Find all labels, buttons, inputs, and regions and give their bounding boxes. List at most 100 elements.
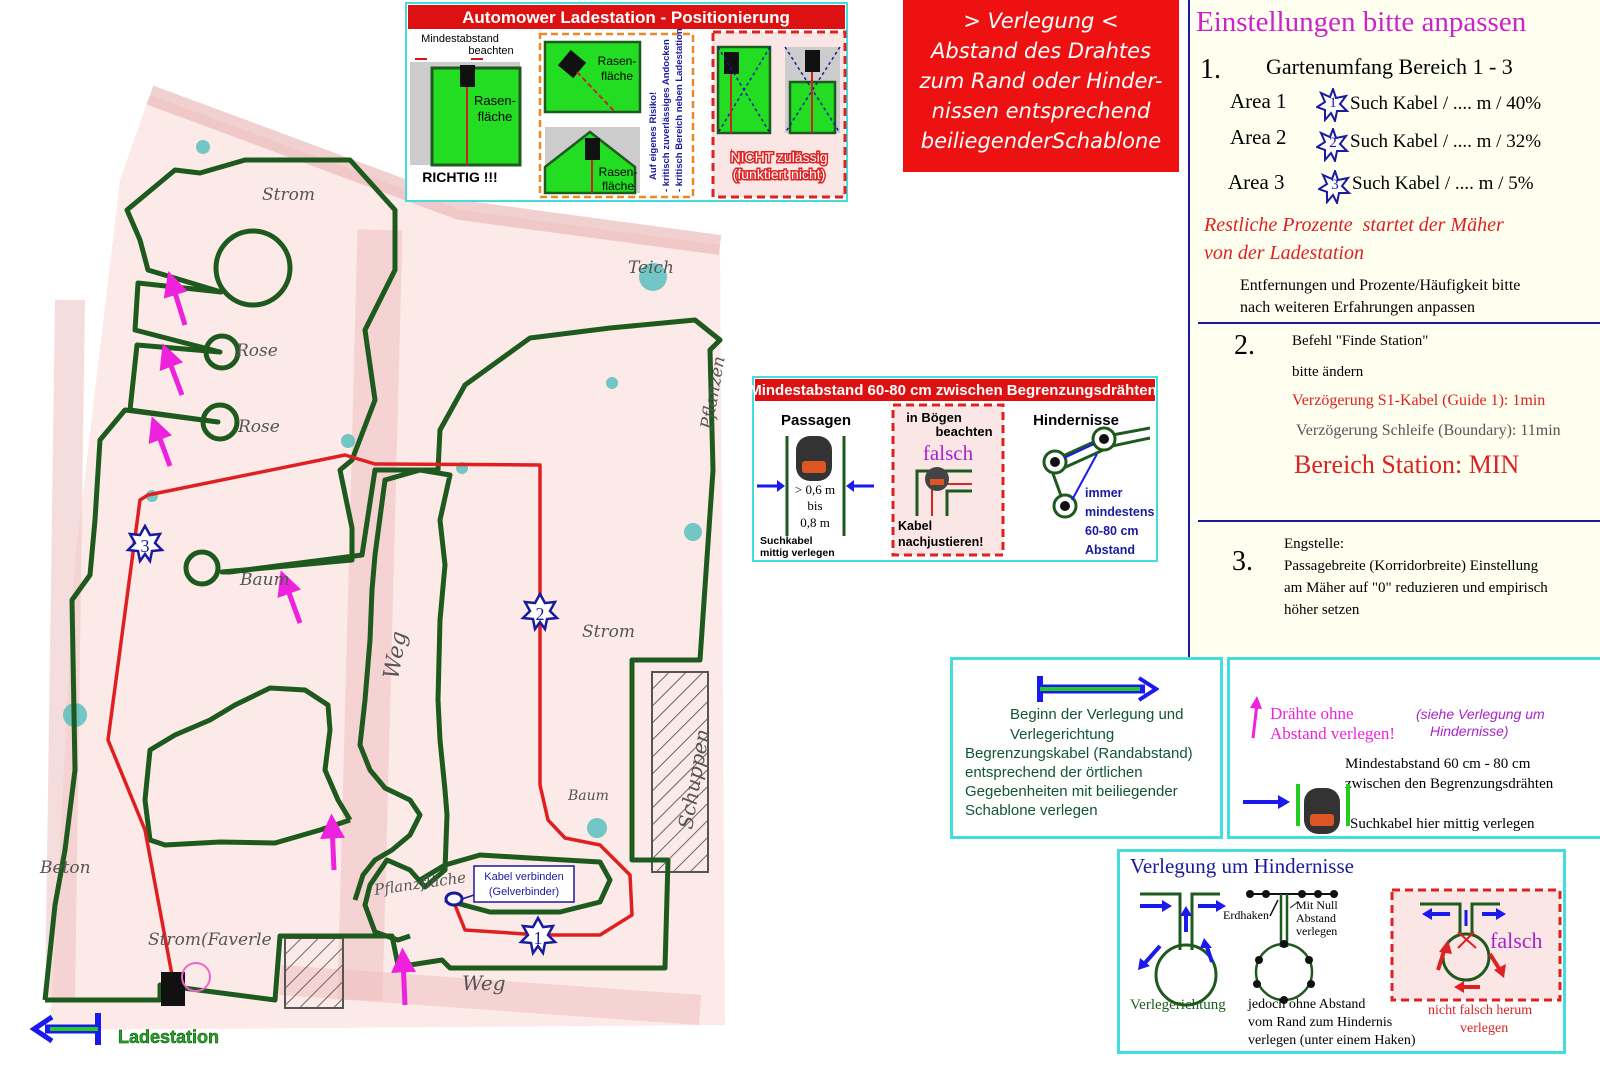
hindernisse-erdhaken: Erdhaken bbox=[1223, 908, 1269, 922]
direction-arrows bbox=[148, 271, 417, 1006]
shed bbox=[651, 671, 709, 873]
boegen-falsch: falsch bbox=[923, 441, 974, 465]
beginn-line3: Begrenzungskabel (Randabstand) bbox=[965, 745, 1193, 762]
trees bbox=[63, 140, 702, 838]
area-1-value: Such Kabel / .... m / 40% bbox=[1350, 93, 1542, 114]
draehte-suchkabel: Suchkabel hier mittig verlegen bbox=[1350, 816, 1535, 832]
hindernisse-falsch: falsch bbox=[1490, 928, 1543, 953]
section2-gray: Verzögerung Schleife (Boundary): 11min bbox=[1296, 422, 1561, 439]
wire-connector bbox=[444, 891, 464, 907]
section2-station: Bereich Station: MIN bbox=[1294, 450, 1520, 479]
section2-red: Verzögerung S1-Kabel (Guide 1): 1min bbox=[1292, 392, 1546, 409]
mitnull-line2: Abstand bbox=[1296, 911, 1336, 925]
boundary-wire bbox=[42, 157, 723, 1003]
beginn-line6: Schablone verlegen bbox=[965, 802, 1098, 819]
box-draehte: Drähte ohne Abstand verlegen! (siehe Ver… bbox=[1227, 657, 1600, 839]
beginn-line2: Verlegerichtung bbox=[1010, 726, 1115, 743]
boegen-line1: in Bögen bbox=[906, 410, 962, 425]
section-divider-1 bbox=[1198, 322, 1600, 324]
panel-position: Automower Ladestation - Positionierung M… bbox=[405, 2, 848, 202]
draehte-mindest-2: zwischen den Begrenzungsdrähten bbox=[1345, 776, 1554, 792]
beginn-line5: Gegebenheiten mit beiliegender bbox=[965, 783, 1178, 800]
mitnull-line3: verlegen bbox=[1296, 924, 1338, 938]
label-teich: Teich bbox=[628, 258, 674, 278]
nachjust-line1: Kabel bbox=[898, 519, 932, 533]
label-rose-2: Rose bbox=[237, 417, 280, 437]
hindernisse-diagrams bbox=[1138, 888, 1562, 1007]
dist-line3: 0,8 m bbox=[800, 515, 830, 530]
immer-line1: immer bbox=[1085, 486, 1123, 500]
area-2-label: Area 2 bbox=[1230, 125, 1287, 149]
rest-line1: Restliche Prozente startet der Mäher bbox=[1204, 214, 1504, 236]
label-baum-left: Baum bbox=[239, 570, 290, 590]
beginn-line4: entsprechend der örtlichen bbox=[965, 764, 1143, 781]
immer-line4: Abstand bbox=[1085, 543, 1135, 557]
verlegung-line1: > Verlegung < bbox=[963, 9, 1119, 33]
area-1-marker: 1 bbox=[1314, 86, 1350, 125]
verlegung-line3: zum Rand oder Hinder- bbox=[919, 69, 1163, 93]
verlegung-line5: beiliegenderSchablone bbox=[920, 129, 1162, 153]
mitnull-line1: Mit Null bbox=[1296, 898, 1338, 912]
area-2-marker-num: 2 bbox=[1329, 135, 1337, 151]
jedoch-line2: vom Rand zum Hindernis bbox=[1248, 1015, 1393, 1030]
risk-line3: - kritisch Bereich neben Ladestation bbox=[674, 28, 685, 192]
dist-line2: bis bbox=[807, 498, 822, 513]
garden-plan: Ladestation Strom Rose Rose Baum Teich P… bbox=[29, 85, 730, 1047]
mower-passage-icon bbox=[1243, 784, 1350, 834]
risk-line2: - kritisch zuverlässiges Andocken bbox=[661, 39, 672, 192]
label-baum-bottom: Baum bbox=[567, 788, 609, 804]
kabel-note-box bbox=[473, 865, 575, 903]
draehte-magenta-2: Abstand verlegen! bbox=[1270, 724, 1396, 743]
section-divider-2 bbox=[1198, 520, 1600, 522]
verlegerichtung-label: Verlegerichtung bbox=[1130, 997, 1226, 1013]
section2-number: 2. bbox=[1234, 330, 1255, 361]
area-1-label: Area 1 bbox=[1230, 89, 1287, 113]
siehe-line1: (siehe Verlegung um bbox=[1416, 706, 1545, 722]
hindernisse-title: Verlegung um Hindernisse bbox=[1130, 854, 1354, 878]
label-strom-right: Strom bbox=[582, 622, 635, 642]
beginn-line1: Beginn der Verlegung und bbox=[1010, 706, 1184, 723]
area-marker-2: 2 bbox=[536, 604, 545, 624]
verlegung-line2: Abstand des Drahtes bbox=[931, 39, 1151, 63]
draehte-magenta-1: Drähte ohne bbox=[1270, 704, 1354, 723]
jedoch-line3: verlegen (unter einem Haken) bbox=[1248, 1033, 1416, 1048]
rasen-richtig-1: Rasen- bbox=[474, 93, 516, 108]
rasen-risk-1: Rasen- bbox=[598, 54, 637, 68]
rasen-risk-3: Rasen- bbox=[599, 165, 638, 179]
section3-line3: am Mäher auf "0" reduzieren und empirisc… bbox=[1284, 580, 1548, 596]
box-beginn: Beginn der Verlegung und Verlegerichtung… bbox=[950, 657, 1223, 839]
panel-position-title: Automower Ladestation - Positionierung bbox=[462, 8, 790, 27]
area-1-marker-num: 1 bbox=[1329, 95, 1337, 111]
section3-line2: Passagebreite (Korridorbreite) Einstellu… bbox=[1284, 558, 1539, 574]
suchkabel-line2: mittig verlegen bbox=[760, 547, 835, 559]
boegen-line2: beachten bbox=[935, 424, 992, 439]
kabel-note-line2: (Gelverbinder) bbox=[489, 886, 559, 898]
section1-number: 1. bbox=[1200, 54, 1221, 85]
nicht-falsch-line2: verlegen bbox=[1460, 1021, 1509, 1036]
label-strom-faverle: Strom(Faverle bbox=[148, 930, 272, 950]
panel-mindest: Mindestabstand 60-80 cm zwischen Begrenz… bbox=[752, 376, 1158, 562]
nachjust-line2: nachjustieren! bbox=[898, 535, 983, 549]
settings-panel: Einstellungen bitte anpassen 1. Gartenum… bbox=[1188, 0, 1600, 660]
area-3-value: Such Kabel / .... m / 5% bbox=[1352, 173, 1534, 194]
area-markers: 1 2 3 bbox=[125, 523, 560, 957]
nicht-line2: (funktiert nicht) bbox=[733, 166, 826, 182]
nicht-falsch-line1: nicht falsch herum bbox=[1428, 1003, 1533, 1018]
strom-circle bbox=[181, 962, 211, 992]
area-marker-3: 3 bbox=[141, 536, 150, 556]
dist-line1: > 0,6 m bbox=[795, 482, 835, 497]
richtig-label: RICHTIG !!! bbox=[422, 169, 497, 185]
section3-number: 3. bbox=[1232, 546, 1253, 577]
settings-title: Einstellungen bitte anpassen bbox=[1196, 6, 1527, 38]
passagen-label: Passagen bbox=[781, 412, 851, 429]
area-3-marker: 3 bbox=[1316, 168, 1352, 207]
area-marker-3-star bbox=[125, 523, 165, 565]
section2-line2: bitte ändern bbox=[1292, 364, 1364, 380]
section2-line1: Befehl "Finde Station" bbox=[1292, 333, 1429, 349]
risk-line1: Auf eigenes Risiko! bbox=[648, 92, 659, 180]
hatch-area bbox=[284, 937, 344, 1009]
mindest-line2: beachten bbox=[468, 45, 513, 57]
entfernungen-line2: nach weiteren Erfahrungen anpassen bbox=[1240, 299, 1475, 316]
start-arrow bbox=[29, 1013, 101, 1045]
nicht-line1: NICHT zulässig bbox=[731, 149, 828, 165]
